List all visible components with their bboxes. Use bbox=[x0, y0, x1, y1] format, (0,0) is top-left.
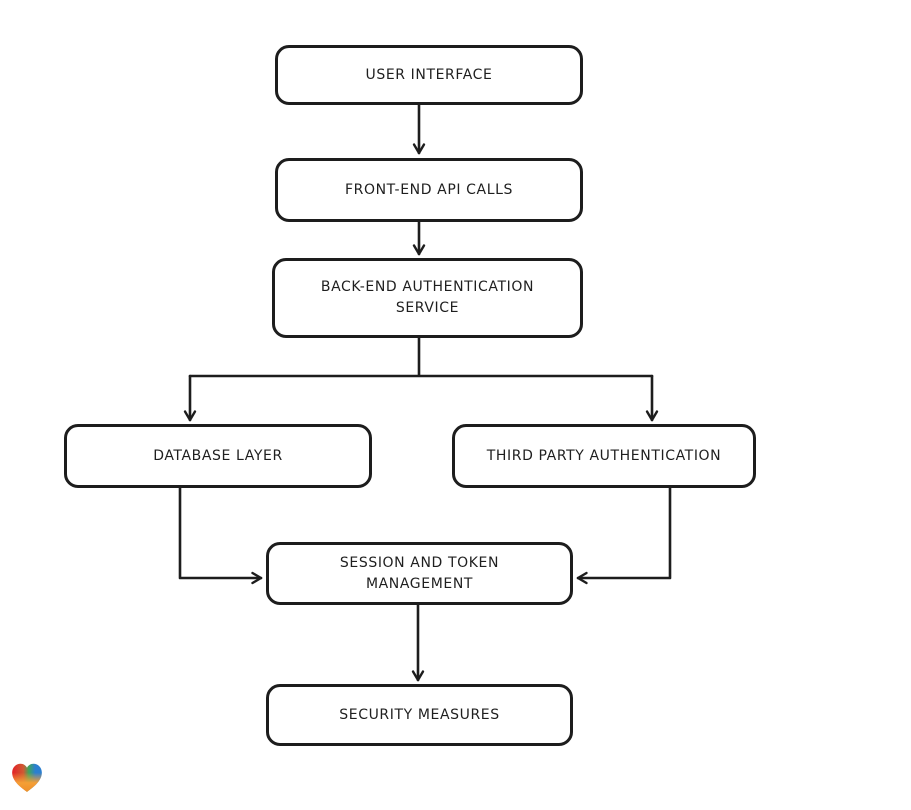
edge-back-end-split-rail bbox=[188, 336, 654, 378]
node-front-end-api-calls: FRONT-END API CALLS bbox=[275, 158, 583, 222]
node-security-measures: SECURITY MEASURES bbox=[266, 684, 573, 746]
node-label: SESSION AND TOKEN MANAGEMENT bbox=[339, 554, 500, 592]
node-label: FRONT-END API CALLS bbox=[345, 181, 513, 198]
node-label: SECURITY MEASURES bbox=[339, 706, 500, 723]
node-label: THIRD PARTY AUTHENTICATION bbox=[486, 447, 722, 464]
node-label: USER INTERFACE bbox=[365, 66, 493, 83]
node-database-layer: DATABASE LAYER bbox=[64, 424, 372, 488]
node-third-party-authentication: THIRD PARTY AUTHENTICATION bbox=[452, 424, 756, 488]
node-session-and-token-management: SESSION AND TOKEN MANAGEMENT bbox=[266, 542, 573, 605]
edge-third-party-authentication-to-session-and-token-management bbox=[576, 486, 672, 585]
node-user-interface: USER INTERFACE bbox=[275, 45, 583, 105]
edge-database-layer-to-session-and-token-management bbox=[178, 486, 263, 585]
node-label: DATABASE LAYER bbox=[153, 447, 283, 464]
node-back-end-authentication-service: BACK-END AUTHENTICATION SERVICE bbox=[272, 258, 583, 338]
node-label: BACK-END AUTHENTICATION SERVICE bbox=[320, 279, 535, 316]
gradient-heart-logo-icon bbox=[8, 758, 46, 796]
